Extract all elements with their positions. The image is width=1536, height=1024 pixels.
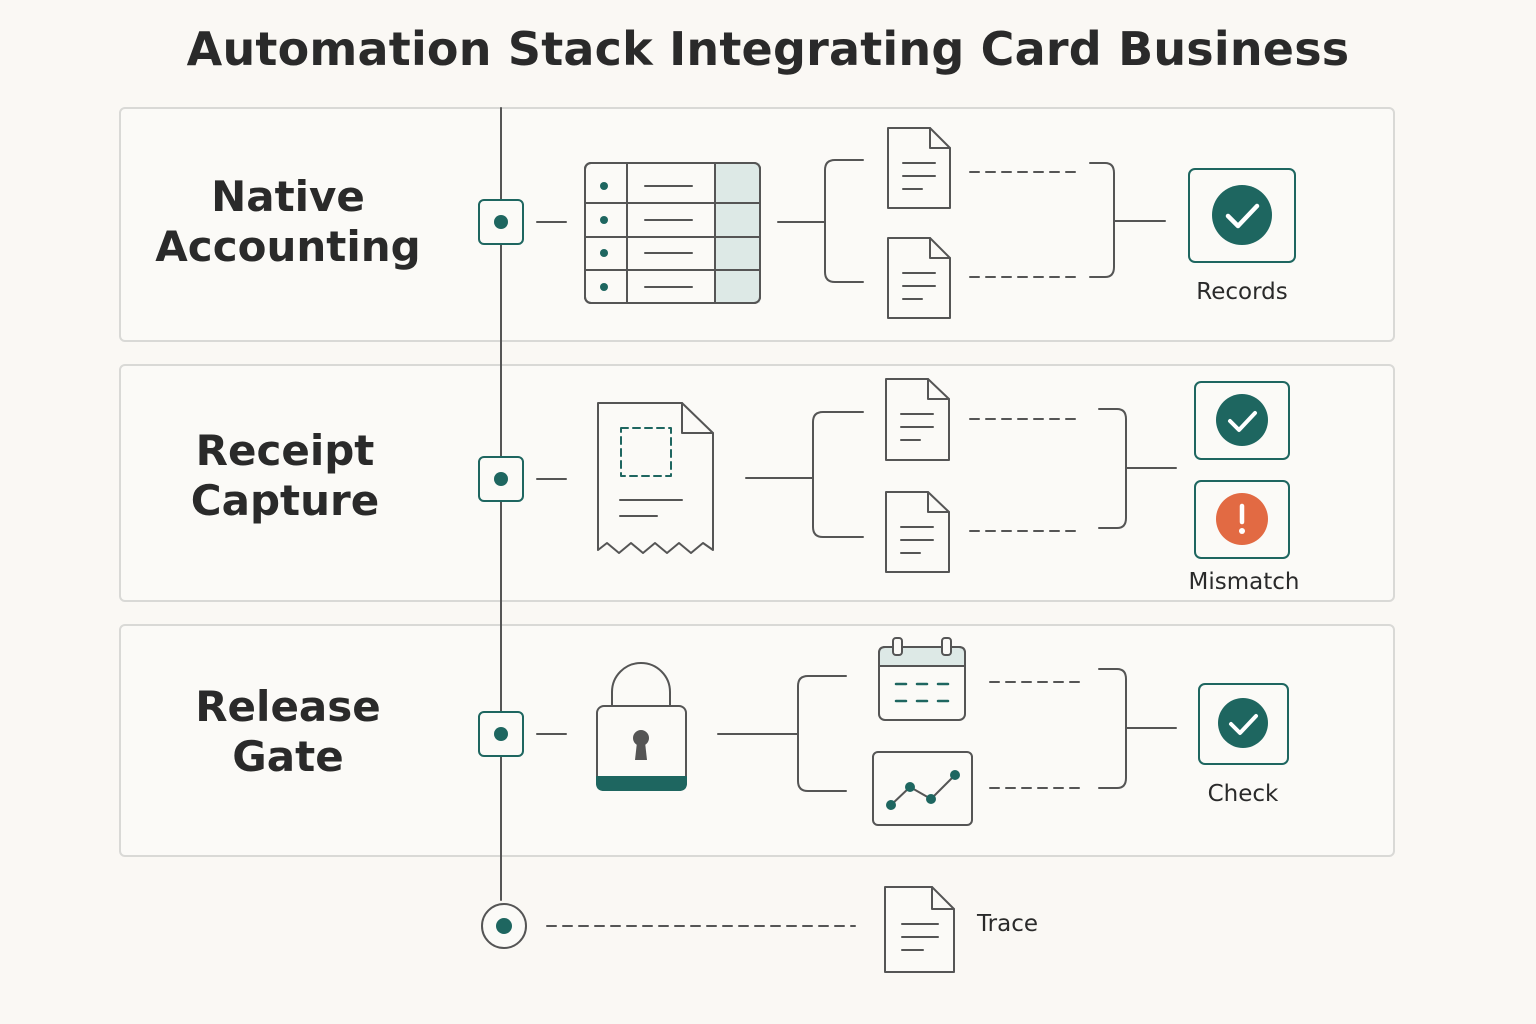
timeline-node-icon <box>481 903 527 949</box>
timeline-node-icon <box>478 456 524 502</box>
merge-bracket <box>1089 162 1166 278</box>
lane-label-release-gate: Release Gate <box>118 682 458 782</box>
diagram-title: Automation Stack Integrating Card Busine… <box>186 22 1350 76</box>
timeline-node-icon <box>478 711 524 757</box>
check-icon <box>1198 683 1289 765</box>
padlock-icon <box>596 662 687 791</box>
status-label-mismatch: Mismatch <box>1188 569 1300 595</box>
document-icon <box>885 491 950 573</box>
branch-connector <box>777 159 864 283</box>
line-chart-icon <box>872 751 973 826</box>
lane-label-line2: Gate <box>232 732 344 781</box>
merge-bracket <box>1098 408 1177 529</box>
receipt-icon <box>597 402 714 554</box>
lane-label-line1: Native <box>211 172 365 221</box>
document-icon <box>887 127 951 209</box>
calendar-icon <box>878 637 966 721</box>
check-icon <box>1188 168 1296 263</box>
lane-panel-release-gate <box>119 624 1395 857</box>
status-label-records: Records <box>1196 279 1288 305</box>
trace-label: Trace <box>977 911 1039 937</box>
status-label-check: Check <box>1207 781 1279 807</box>
document-icon <box>884 886 955 973</box>
lane-label-native-accounting: Native Accounting <box>118 172 458 272</box>
check-icon <box>1194 381 1290 460</box>
lane-label-line1: Release <box>195 682 381 731</box>
lane-label-line2: Capture <box>190 476 380 525</box>
document-icon <box>885 378 950 461</box>
branch-connector <box>745 411 864 538</box>
lane-panel-receipt-capture <box>119 364 1395 602</box>
merge-bracket <box>1098 668 1177 789</box>
lane-label-line1: Receipt <box>195 426 375 475</box>
branch-connector <box>717 675 847 792</box>
ledger-table-icon <box>584 162 761 304</box>
lane-label-line2: Accounting <box>155 222 421 271</box>
document-icon <box>887 237 951 319</box>
alert-icon <box>1194 480 1290 559</box>
lane-label-receipt-capture: Receipt Capture <box>115 426 455 526</box>
timeline-node-icon <box>478 199 524 245</box>
